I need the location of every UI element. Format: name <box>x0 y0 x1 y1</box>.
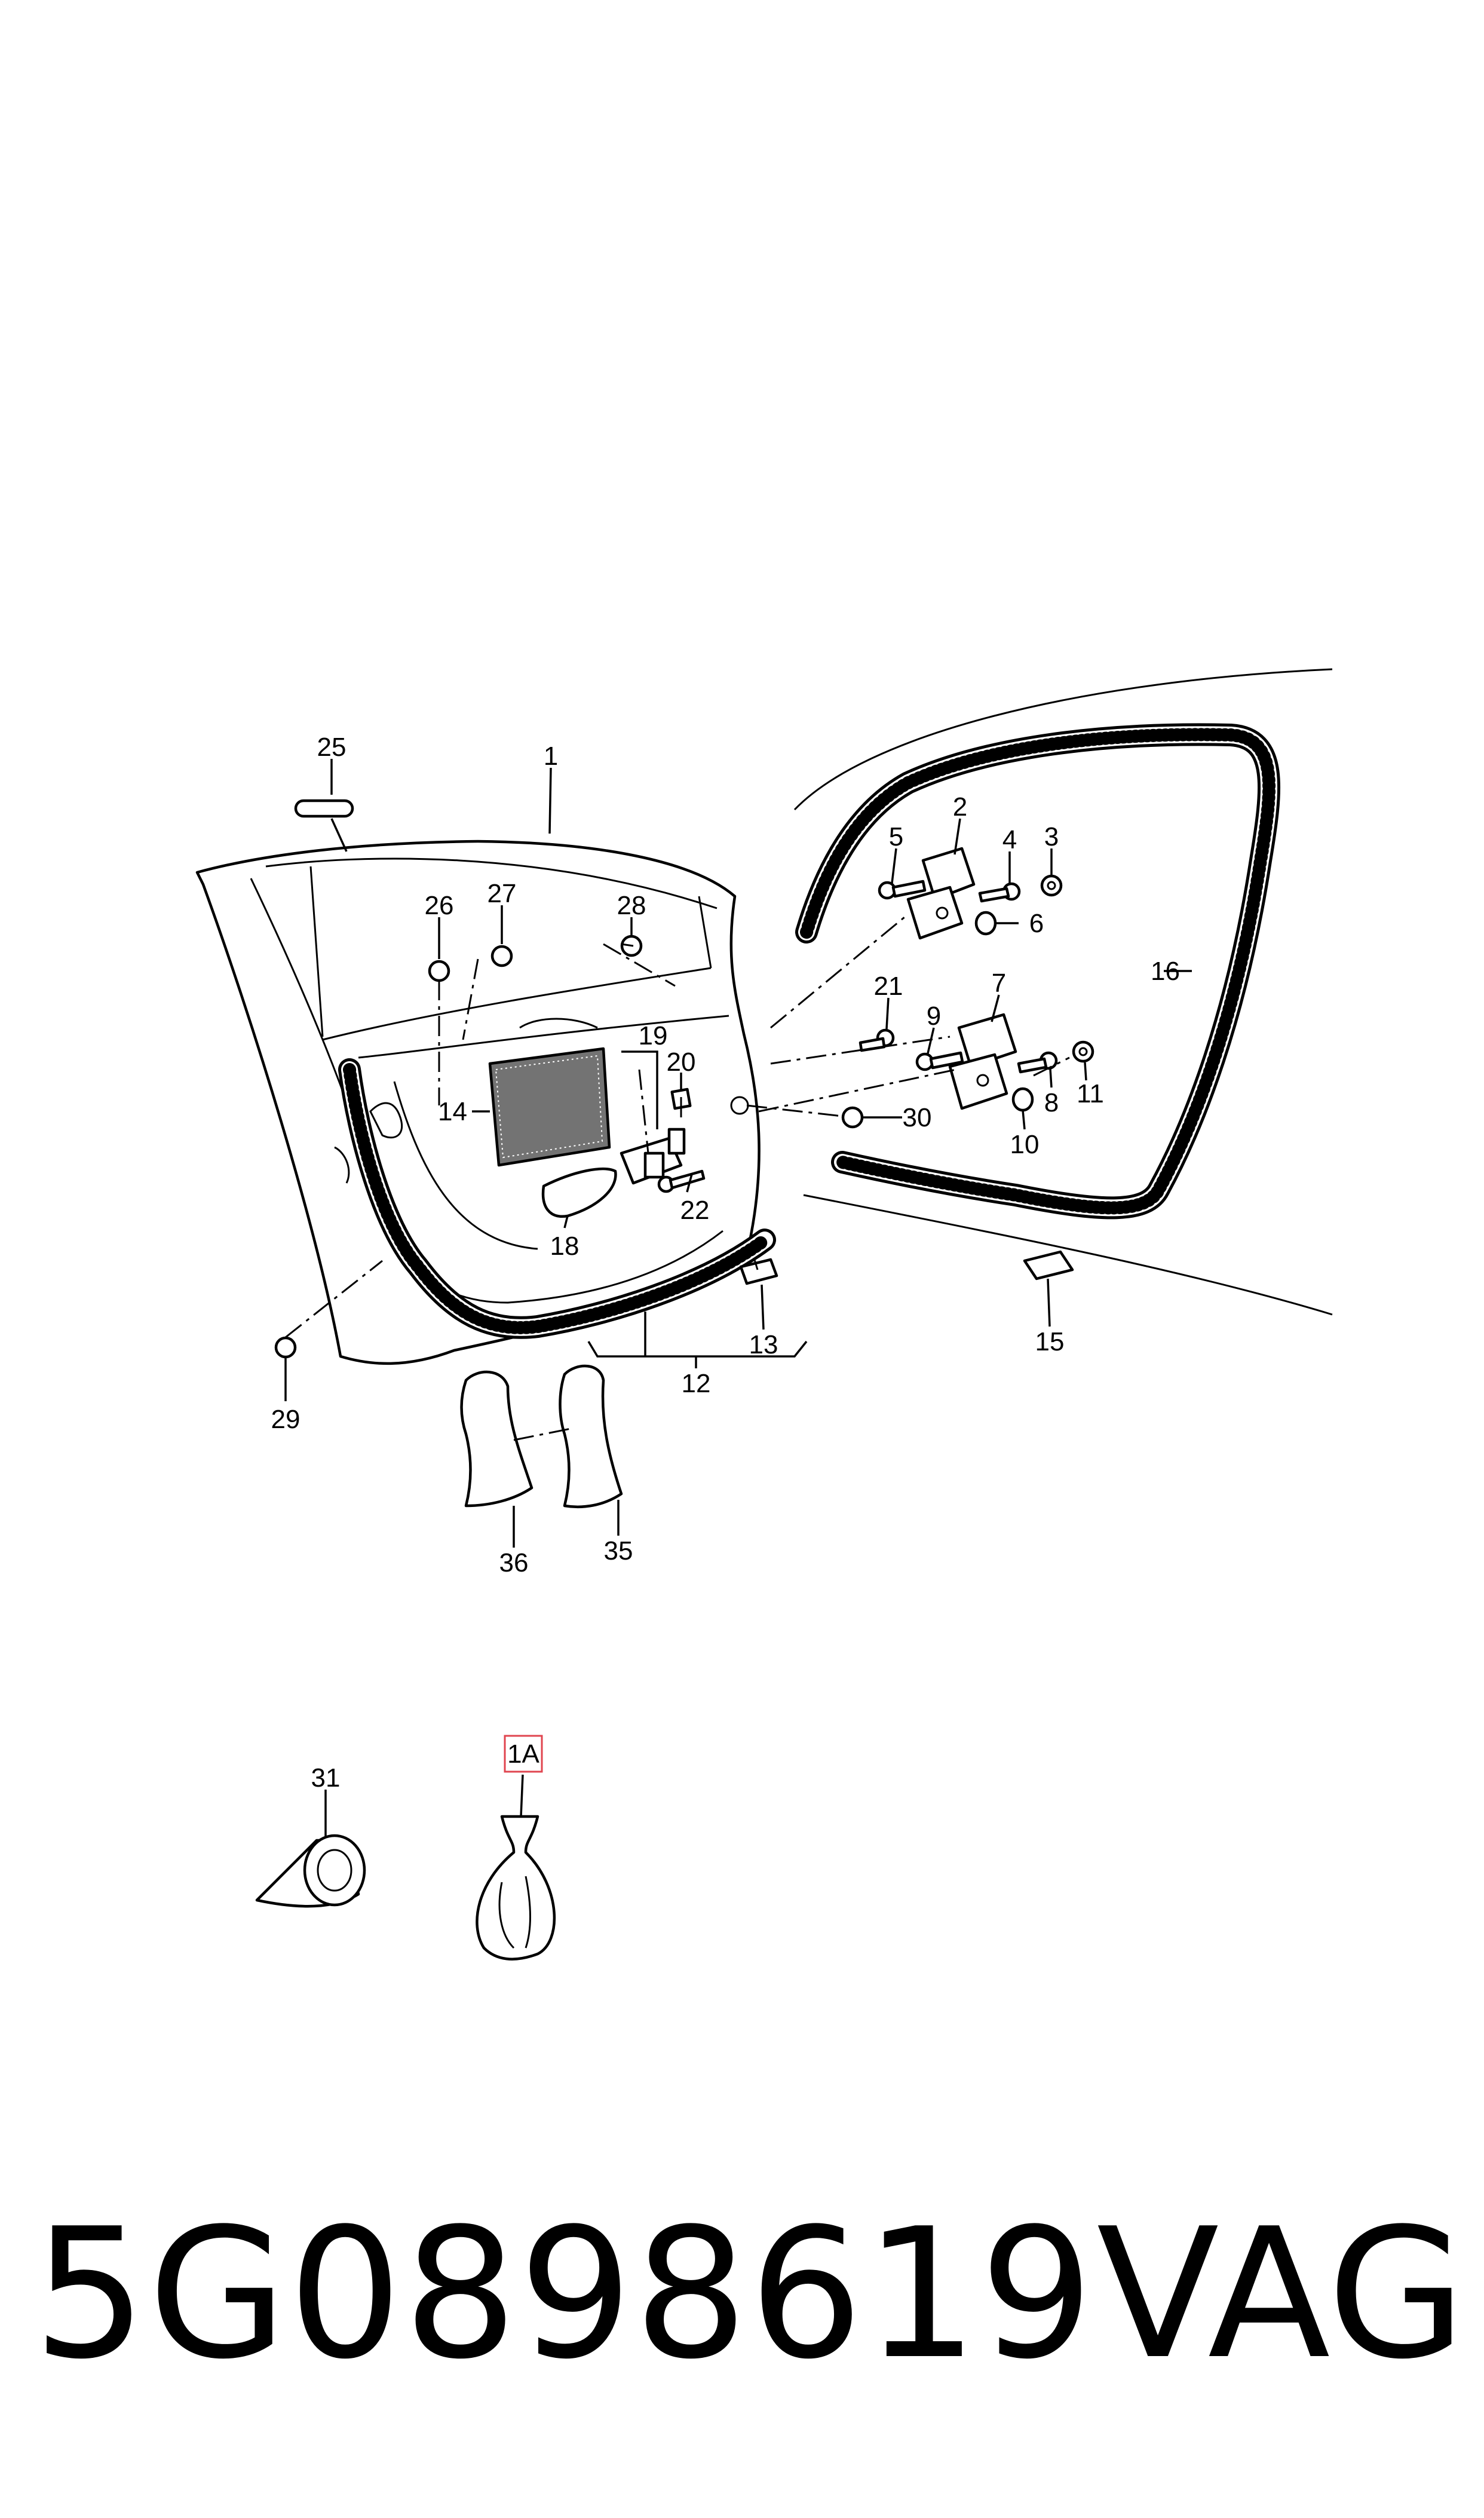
callout-26: 26 <box>425 891 454 920</box>
callout-11: 11 <box>1077 1079 1104 1108</box>
plug-30[interactable] <box>841 1106 864 1129</box>
grease-sachet-1a[interactable] <box>476 1815 556 1961</box>
door-check-36[interactable] <box>460 1370 533 1508</box>
callout-9: 9 <box>927 1001 941 1031</box>
callout-20: 20 <box>667 1047 696 1077</box>
callout-16: 16 <box>1151 957 1180 986</box>
door-shell[interactable] <box>195 840 761 1365</box>
door-check-35[interactable] <box>559 1364 623 1509</box>
bolt-8[interactable] <box>1017 1051 1058 1074</box>
callout-27: 27 <box>487 879 517 908</box>
nut-11[interactable] <box>1072 1040 1094 1063</box>
body-seal-16[interactable] <box>795 723 1281 1220</box>
bolt-9[interactable] <box>915 1051 964 1071</box>
callout-19: 19 <box>639 1021 668 1050</box>
callout-10: 10 <box>1010 1130 1040 1159</box>
callout-3: 3 <box>1044 822 1059 851</box>
handle-bracket[interactable] <box>620 1128 686 1185</box>
callout-30: 30 <box>903 1103 932 1132</box>
callout-15: 15 <box>1035 1327 1065 1356</box>
callout-29: 29 <box>271 1405 301 1434</box>
plug-27[interactable] <box>490 945 513 967</box>
clip-13[interactable] <box>739 1257 778 1285</box>
tape-roll-31[interactable] <box>255 1834 366 1908</box>
callout-5: 5 <box>889 822 903 851</box>
callout-8: 8 <box>1044 1088 1059 1117</box>
part-number: 5G0898619 <box>33 2190 1095 2398</box>
callout-25: 25 <box>317 733 347 762</box>
bolt-5[interactable] <box>878 880 927 900</box>
seal-strip-25[interactable] <box>294 799 354 818</box>
upper-hinge[interactable] <box>906 847 976 940</box>
callout-36: 36 <box>499 1548 529 1577</box>
assembly-lines <box>285 913 1070 1441</box>
callout-6: 6 <box>1029 909 1044 938</box>
callout-leaders <box>284 759 1192 1837</box>
callout-7: 7 <box>992 969 1006 998</box>
lower-hinge[interactable] <box>948 1013 1017 1110</box>
cap-10[interactable] <box>1011 1087 1034 1112</box>
brand-name: VAG <box>1096 2190 1466 2398</box>
damping-pad[interactable] <box>488 1047 611 1167</box>
plug-29[interactable] <box>274 1336 297 1359</box>
callout-labels: 1 25 26 27 28 19 20 22 18 14 2 5 4 3 6 7… <box>271 733 1180 1793</box>
callout-28: 28 <box>617 891 646 920</box>
callout-35: 35 <box>604 1536 633 1566</box>
callout-21: 21 <box>874 972 903 1001</box>
nut-3[interactable] <box>1040 874 1063 897</box>
callout-22: 22 <box>680 1196 710 1225</box>
callout-1a: 1A <box>507 1739 539 1769</box>
callout-12: 12 <box>682 1369 711 1398</box>
callout-1a-highlight <box>504 1735 543 1773</box>
callout-2: 2 <box>953 792 967 822</box>
callout-4: 4 <box>1002 825 1017 854</box>
bolt-4[interactable] <box>978 882 1021 903</box>
callout-14: 14 <box>438 1097 467 1126</box>
callout-1: 1 <box>544 742 558 771</box>
car-body-outline <box>793 668 1333 1316</box>
callout-31: 31 <box>311 1763 341 1793</box>
plug-26[interactable] <box>428 960 450 982</box>
callout-13: 13 <box>749 1330 778 1359</box>
callout-18: 18 <box>550 1232 580 1261</box>
cap-6[interactable] <box>974 911 997 936</box>
bolt-21[interactable] <box>858 1028 895 1052</box>
door-seal-lower[interactable] <box>338 1058 776 1339</box>
clip-15[interactable] <box>1023 1250 1074 1281</box>
handle-cover[interactable] <box>541 1167 617 1218</box>
